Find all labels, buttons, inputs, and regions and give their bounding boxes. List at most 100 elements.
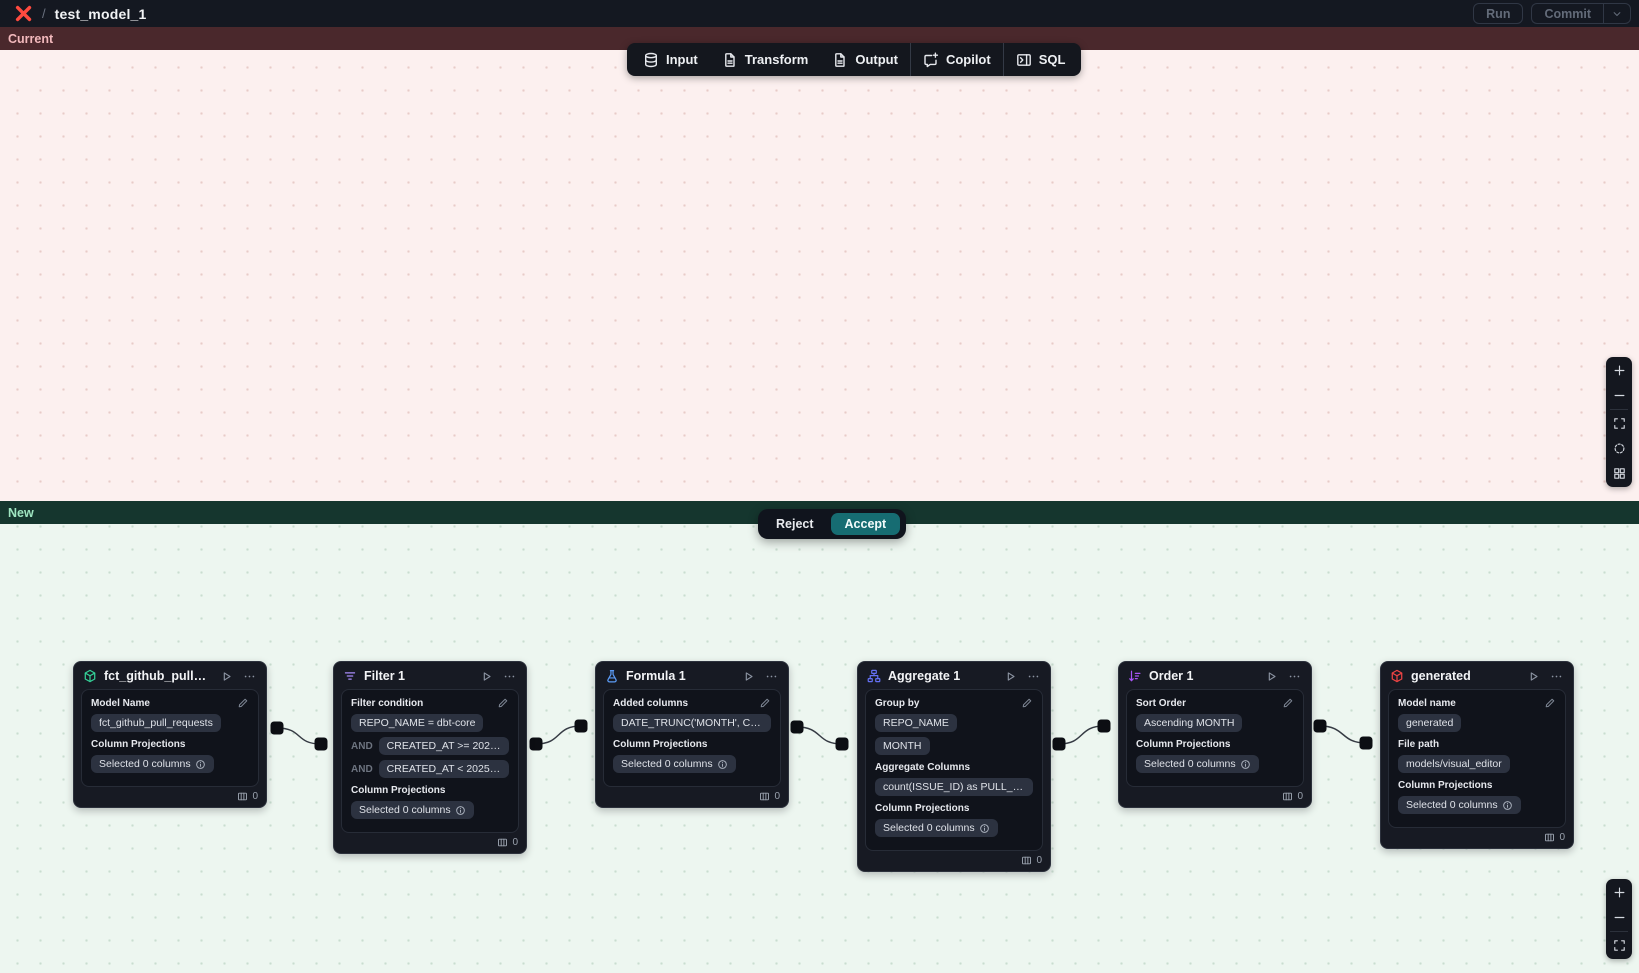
run-node-button[interactable] <box>1525 668 1541 684</box>
more-options-button[interactable] <box>501 668 517 684</box>
toolbar-copilot-button[interactable]: Copilot <box>911 43 1003 76</box>
run-node-button[interactable] <box>740 668 756 684</box>
more-options-button[interactable] <box>1286 668 1302 684</box>
fit-view-button[interactable] <box>1606 411 1632 436</box>
toolbar-sql-button[interactable]: SQL <box>1004 43 1078 76</box>
toolbar-copilot-label: Copilot <box>945 52 991 67</box>
info-icon[interactable] <box>717 759 728 770</box>
value-pill[interactable]: Selected 0 columns <box>1136 755 1259 773</box>
focus-button[interactable] <box>1606 436 1632 461</box>
value-row: Selected 0 columns <box>1136 755 1294 773</box>
focus-icon <box>1613 442 1626 455</box>
value-pill[interactable]: fct_github_pull_requests <box>91 714 221 732</box>
run-button[interactable]: Run <box>1473 3 1524 24</box>
info-icon[interactable] <box>1240 759 1251 770</box>
value-text: Selected 0 columns <box>99 758 191 770</box>
more-options-button[interactable] <box>1025 668 1041 684</box>
value-row: fct_github_pull_requests <box>91 714 249 732</box>
info-icon[interactable] <box>195 759 206 770</box>
current-canvas[interactable] <box>0 50 1639 501</box>
value-pill[interactable]: CREATED_AT >= 2024-12-01 <box>378 737 509 755</box>
commit-dropdown-button[interactable] <box>1603 3 1631 24</box>
value-pill[interactable]: Selected 0 columns <box>1398 796 1521 814</box>
pencil-icon[interactable] <box>759 697 771 709</box>
pencil-icon[interactable] <box>1282 697 1294 709</box>
value-text: fct_github_pull_requests <box>99 717 213 729</box>
panel-icon <box>1016 52 1032 68</box>
value-pill[interactable]: MONTH <box>875 737 930 755</box>
value-pill[interactable]: generated <box>1398 714 1462 732</box>
more-options-button[interactable] <box>241 668 257 684</box>
reject-button[interactable]: Reject <box>764 513 826 535</box>
columns-icon <box>1282 791 1293 802</box>
run-node-button[interactable] <box>478 668 494 684</box>
pencil-icon[interactable] <box>497 697 509 709</box>
value-pill[interactable]: models/visual_editor <box>1398 755 1510 773</box>
value-pill[interactable]: REPO_NAME = dbt-core <box>351 714 484 732</box>
pencil-icon[interactable] <box>1021 697 1033 709</box>
columns-icon <box>497 837 508 848</box>
value-text: models/visual_editor <box>1406 758 1502 770</box>
value-pill[interactable]: count(ISSUE_ID) as PULL_REQUEST_ <box>875 778 1033 796</box>
value-text: generated <box>1406 717 1454 729</box>
toolbar-divider <box>1002 43 1004 76</box>
run-node-button[interactable] <box>218 668 234 684</box>
zoom-in-button[interactable] <box>1606 880 1632 905</box>
pencil-icon[interactable] <box>1544 697 1556 709</box>
value-row: REPO_NAME <box>875 714 1033 732</box>
more-options-button[interactable] <box>1548 668 1564 684</box>
section-label-text: File path <box>1398 739 1440 750</box>
value-text: REPO_NAME <box>883 717 949 729</box>
more-options-button[interactable] <box>763 668 779 684</box>
zoom-out-button[interactable] <box>1606 905 1632 930</box>
node-header: fct_github_pull_requests <box>74 662 266 689</box>
info-icon[interactable] <box>979 823 990 834</box>
toolbar-group-sql: SQL <box>1004 43 1078 76</box>
section-label: Model Name <box>91 697 249 709</box>
value-pill[interactable]: REPO_NAME <box>875 714 957 732</box>
node-toolbar: Input Transform Output Copilot SQL <box>627 43 1082 76</box>
pencil-icon[interactable] <box>237 697 249 709</box>
section-label-text: Aggregate Columns <box>875 762 971 773</box>
toolbar-group-nodes: Input Transform Output <box>631 43 910 76</box>
commit-button[interactable]: Commit <box>1531 3 1603 24</box>
section-label-text: Filter condition <box>351 697 424 709</box>
more-icon <box>503 670 516 683</box>
value-pill[interactable]: Selected 0 columns <box>351 801 474 819</box>
columns-icon <box>1021 855 1032 866</box>
value-pill[interactable]: DATE_TRUNC('MONTH', CREATED_AT <box>613 714 771 732</box>
dbt-logo-icon <box>14 4 33 23</box>
toolbar-input-button[interactable]: Input <box>631 43 710 76</box>
toolbar-output-button[interactable]: Output <box>820 43 910 76</box>
toolbar-transform-button[interactable]: Transform <box>710 43 821 76</box>
zoom-in-button[interactable] <box>1606 358 1632 383</box>
value-pill[interactable]: Selected 0 columns <box>613 755 736 773</box>
node-header: Order 1 <box>1119 662 1311 689</box>
more-icon <box>243 670 256 683</box>
value-pill[interactable]: Selected 0 columns <box>875 819 998 837</box>
grid-button[interactable] <box>1606 461 1632 486</box>
node-footer: 0 <box>596 787 788 807</box>
accept-button[interactable]: Accept <box>830 513 901 535</box>
run-node-button[interactable] <box>1263 668 1279 684</box>
section-label-text: Model name <box>1398 697 1456 709</box>
info-icon[interactable] <box>455 805 466 816</box>
run-node-button[interactable] <box>1002 668 1018 684</box>
node-fct-github-pull-requests[interactable]: fct_github_pull_requestsModel Namefct_gi… <box>73 661 267 808</box>
info-icon[interactable] <box>1502 800 1513 811</box>
section-label-text: Column Projections <box>1398 780 1493 791</box>
value-pill[interactable]: Ascending MONTH <box>1136 714 1243 732</box>
zoom-out-button[interactable] <box>1606 383 1632 408</box>
zoom-in-icon <box>1613 886 1626 899</box>
value-pill[interactable]: Selected 0 columns <box>91 755 214 773</box>
fit-view-button[interactable] <box>1606 933 1632 958</box>
value-text: Selected 0 columns <box>1144 758 1236 770</box>
value-pill[interactable]: CREATED_AT < 2025-03-01 <box>378 760 509 778</box>
